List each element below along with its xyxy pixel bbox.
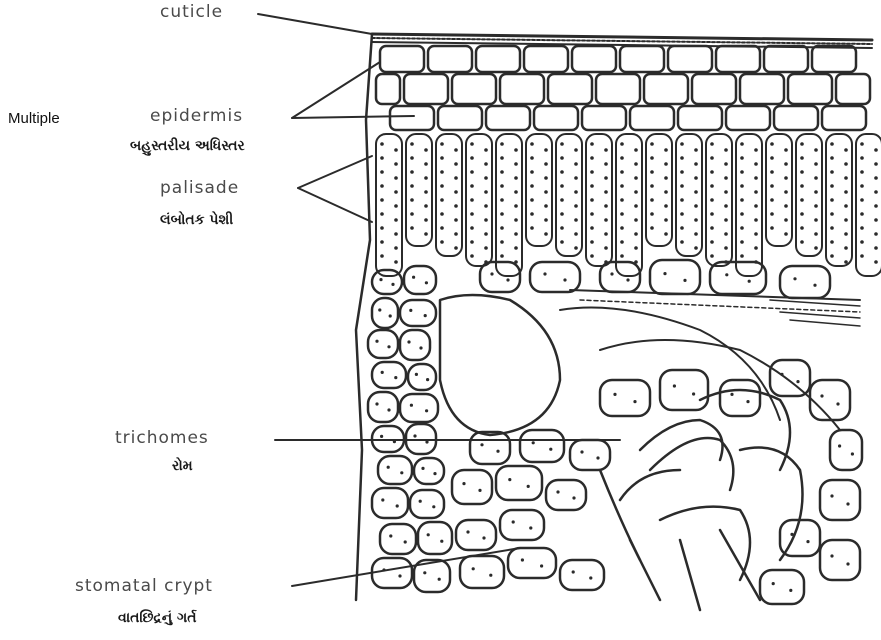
palisade-label: palisade [160, 178, 239, 198]
epidermis-label: epidermis [150, 106, 243, 126]
cuticle-leader [258, 14, 372, 34]
stomatal-crypt-gujarati-label: વાતછિદ્રનું ગર્ત [118, 610, 197, 626]
multiple-side-label: Multiple [8, 110, 60, 127]
cuticle-label: cuticle [160, 2, 223, 22]
spongy-mesophyll [368, 260, 862, 604]
stomatal-crypt-label: stomatal crypt [75, 576, 213, 596]
epidermis-leader-2 [292, 116, 414, 118]
stomatal-crypt-cavity [440, 290, 860, 435]
epidermis-layer [376, 46, 870, 130]
trichome-hairs [600, 390, 803, 610]
palisade-layer [376, 134, 881, 276]
trichomes-label: trichomes [115, 428, 209, 448]
trichomes-gujarati-label: રોમ [172, 458, 193, 474]
palisade-leader-2 [298, 188, 372, 222]
palisade-gujarati-label: લંબોતક પેશી [160, 212, 233, 228]
section-left-edge [356, 34, 372, 600]
palisade-leader-1 [298, 156, 372, 188]
epidermis-gujarati-label: બહુસ્તરીય અધિસ્તર [130, 138, 245, 154]
